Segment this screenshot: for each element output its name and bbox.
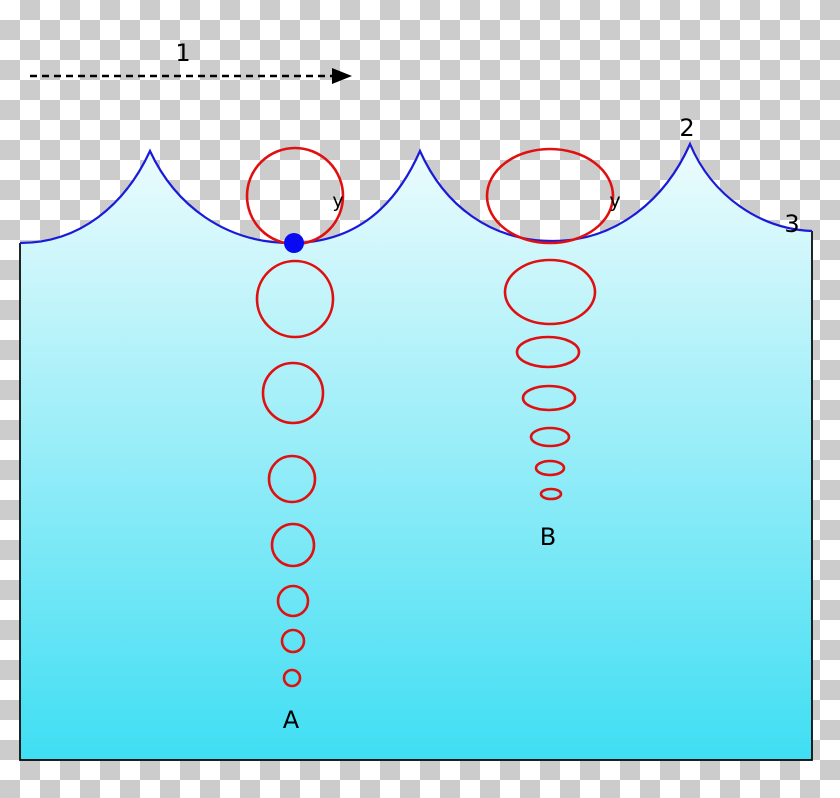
basin-outline	[19, 231, 813, 761]
orbit-ellipse	[521, 384, 577, 412]
orbit-column-b	[485, 147, 615, 501]
orbit-circle	[280, 628, 306, 654]
label-column-b: B	[540, 523, 556, 551]
orbit-circle	[282, 668, 302, 688]
orbit-ellipse	[534, 459, 566, 477]
orbit-ellipse	[529, 426, 571, 448]
orbit-circle	[270, 522, 316, 568]
surface-particle-dot	[284, 233, 304, 253]
rotation-marker-a: y	[332, 190, 343, 212]
label-crest: 2	[679, 114, 694, 142]
orbit-circle	[255, 259, 335, 339]
label-surface-right: 3	[784, 210, 799, 238]
orbit-ellipse	[515, 335, 581, 369]
label-wave-direction: 1	[175, 39, 190, 67]
orbit-circle	[245, 146, 345, 246]
rotation-marker-b: y	[609, 190, 620, 212]
water-body	[20, 144, 812, 760]
orbit-ellipse	[485, 147, 615, 245]
orbit-ellipse	[503, 258, 597, 326]
label-column-a: A	[283, 706, 300, 734]
propagation-arrow	[30, 68, 352, 84]
orbit-circle	[267, 454, 317, 504]
propagation-arrowhead-icon	[332, 68, 352, 84]
water-surface-curve	[19, 141, 813, 245]
orbit-circle	[261, 361, 325, 425]
orbit-ellipse	[539, 487, 563, 501]
orbit-circle	[276, 584, 310, 618]
